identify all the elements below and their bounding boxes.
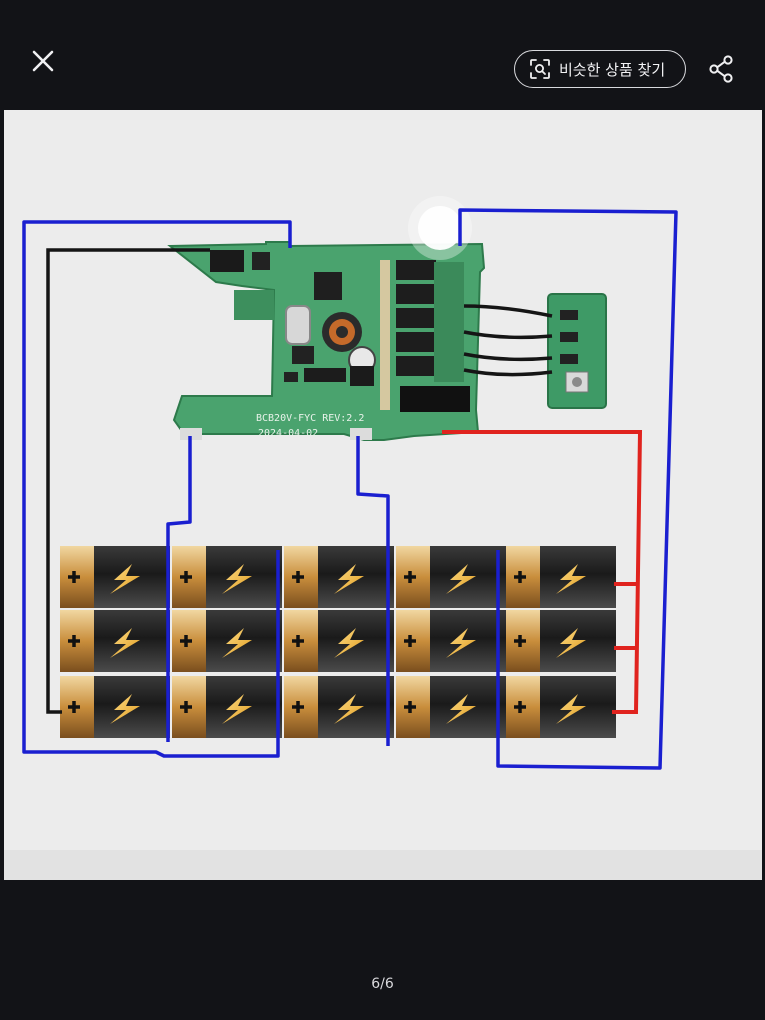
lens-search-icon (530, 59, 550, 79)
battery-cell (284, 546, 394, 608)
pcb-silkscreen-date: 2024-04-02 (258, 428, 318, 439)
battery-cell (506, 610, 616, 672)
battery-cell (172, 546, 282, 608)
battery-cell (396, 546, 506, 608)
pcb-silkscreen-model: BCB20V-FYC REV:2.2 (256, 413, 364, 424)
battery-cell (172, 676, 282, 738)
battery-cell (284, 610, 394, 672)
battery-cell (506, 676, 616, 738)
red-positive-wire (442, 430, 643, 714)
share-button[interactable] (704, 52, 738, 86)
product-image[interactable]: BCB20V-FYC REV:2.2 2024-04-02 (4, 110, 762, 880)
close-icon (32, 50, 54, 72)
battery-cell (172, 610, 282, 672)
image-pager-counter: 6/6 (371, 976, 394, 992)
led-connector-wires (463, 304, 553, 377)
blue-wires (22, 208, 678, 770)
battery-cell (284, 676, 394, 738)
battery-cell (60, 546, 170, 608)
wiring-diagram-photo: BCB20V-FYC REV:2.2 2024-04-02 (4, 110, 762, 880)
close-button[interactable] (24, 42, 62, 80)
black-negative-wire (46, 248, 210, 714)
battery-cell (396, 676, 506, 738)
battery-cell (396, 610, 506, 672)
battery-cell (60, 676, 170, 738)
led-indicator-board (547, 293, 607, 409)
find-similar-products-label: 비슷한 상품 찾기 (559, 60, 666, 79)
bms-circuit-board: BCB20V-FYC REV:2.2 2024-04-02 (167, 241, 486, 441)
battery-cells (60, 546, 616, 738)
viewer-toolbar: 비슷한 상품 찾기 (0, 0, 765, 110)
battery-cell (506, 546, 616, 608)
find-similar-products-button[interactable]: 비슷한 상품 찾기 (514, 50, 686, 88)
battery-cell (60, 610, 170, 672)
share-icon (709, 55, 733, 83)
